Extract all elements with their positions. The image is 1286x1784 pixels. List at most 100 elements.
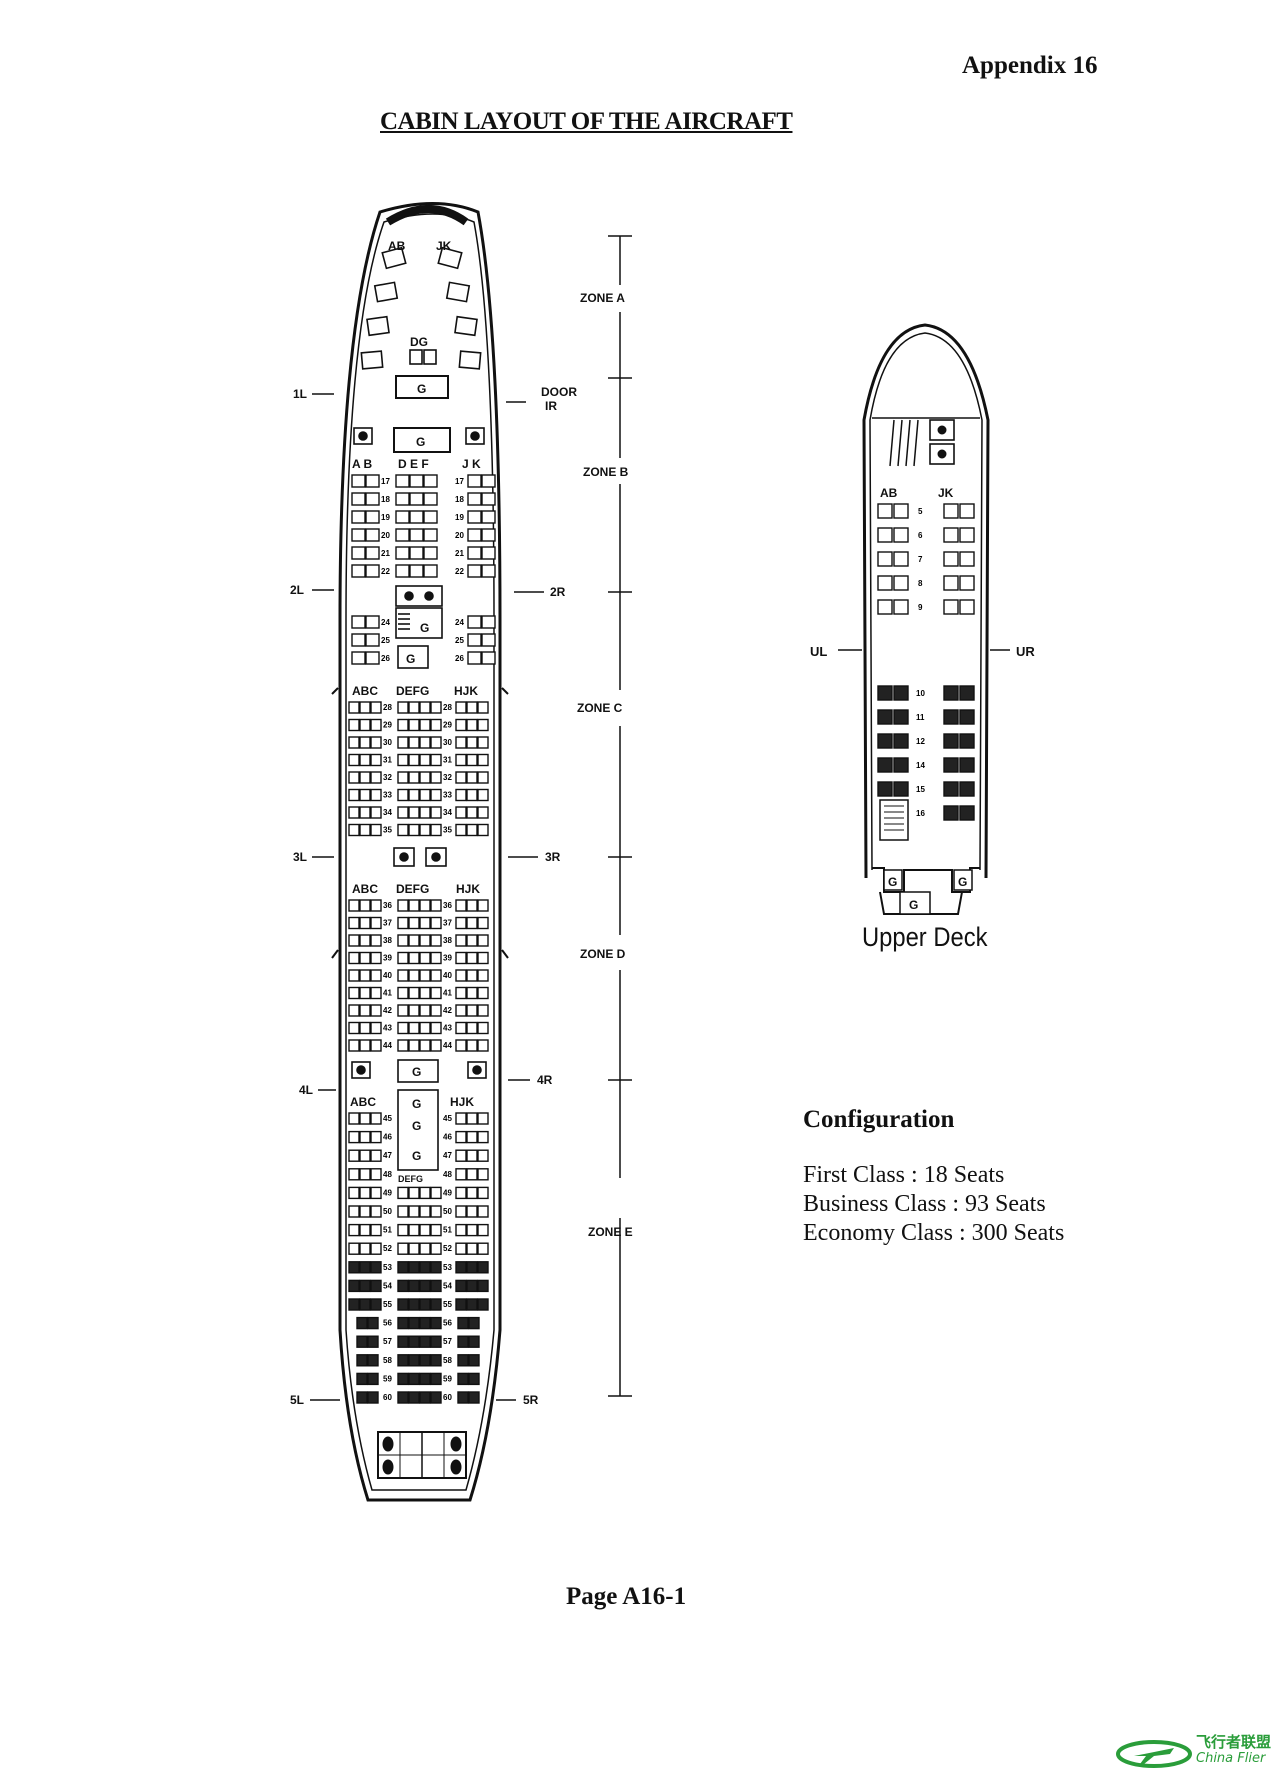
seat [348,1039,360,1052]
seat [348,1298,360,1311]
seat [468,1372,480,1386]
row-number: 31 [383,756,392,765]
seat [365,633,380,647]
seat [455,718,467,732]
seat [455,823,467,837]
page-number: Page A16-1 [566,1583,687,1610]
seat [356,1391,368,1404]
seat [348,1186,360,1200]
seat [477,736,489,749]
seat [455,1149,467,1162]
seat [466,788,478,802]
row-number: 25 [381,636,390,645]
seat [455,1223,467,1237]
zone-c-right-label: HJK [454,684,478,698]
seat [359,806,371,819]
row-number: 19 [455,513,464,522]
seat [477,823,489,837]
seat [370,1130,382,1144]
row-number: 40 [383,971,392,980]
seat [351,564,366,578]
row-number: 28 [383,703,392,712]
row-number: 29 [383,721,392,730]
seat [455,1261,467,1274]
row-number: 44 [383,1041,392,1050]
zone-b-center-label: D E F [398,457,429,471]
page-title: CABIN LAYOUT OF THE AIRCRAFT [380,108,793,135]
seat [397,823,409,837]
zone-d-left-label: ABC [352,882,378,896]
seat [397,771,409,784]
seat [351,528,366,542]
seat [455,701,467,714]
seat [359,718,371,732]
row-number: 17 [455,477,464,486]
row-number: 20 [381,531,390,540]
row-number: 29 [443,721,452,730]
galley-5: G [412,1065,421,1079]
seat [359,1223,371,1237]
upper-galley-3: G [909,898,918,912]
seat [430,701,442,714]
row-number: 32 [443,773,452,782]
row-number: 15 [916,785,925,794]
seat [419,1335,431,1348]
row-number: 53 [383,1263,392,1272]
row-number: 36 [383,901,392,910]
row-number: 17 [381,477,390,486]
row-number: 22 [381,567,390,576]
seat [959,503,975,519]
row-number: 24 [455,618,464,627]
row-number: 51 [443,1226,452,1235]
row-number: 49 [383,1188,392,1197]
seat [455,951,467,965]
row-number: 43 [443,1024,452,1033]
seat [893,551,909,567]
seat [348,1004,360,1017]
seat [877,503,893,519]
seat [959,527,975,543]
seat [466,1186,478,1200]
seat [468,1335,480,1348]
appendix-label: Appendix 16 [962,52,1098,79]
row-number: 39 [383,954,392,963]
seat [430,1372,442,1386]
seat [455,916,467,930]
seat [409,474,424,488]
zone-e-left-label: ABC [350,1095,376,1109]
seat [370,986,382,1000]
seat [466,1205,478,1218]
seat [397,736,409,749]
seat [959,599,975,615]
seat [359,1261,371,1274]
row-number: 54 [443,1281,452,1290]
row-number: 39 [443,954,452,963]
seat [481,510,496,524]
seat [477,1205,489,1218]
seat [455,1004,467,1017]
seat [348,986,360,1000]
seat [959,781,975,797]
seat [466,753,478,767]
seat [477,701,489,714]
row-number: 38 [443,936,452,945]
seat [365,474,380,488]
seat [467,546,482,560]
seat [370,1279,382,1293]
seat [408,788,420,802]
seat [466,771,478,784]
row-number: 20 [455,531,464,540]
seat [359,1186,371,1200]
seat [408,916,420,930]
seat [367,1316,379,1330]
seat [455,1112,467,1125]
seat [348,1242,360,1255]
seat [397,1021,409,1035]
seat [455,1205,467,1218]
seat [430,1021,442,1035]
row-number: 31 [443,756,452,765]
seat [370,951,382,965]
seat [466,1261,478,1274]
row-number: 10 [916,689,925,698]
